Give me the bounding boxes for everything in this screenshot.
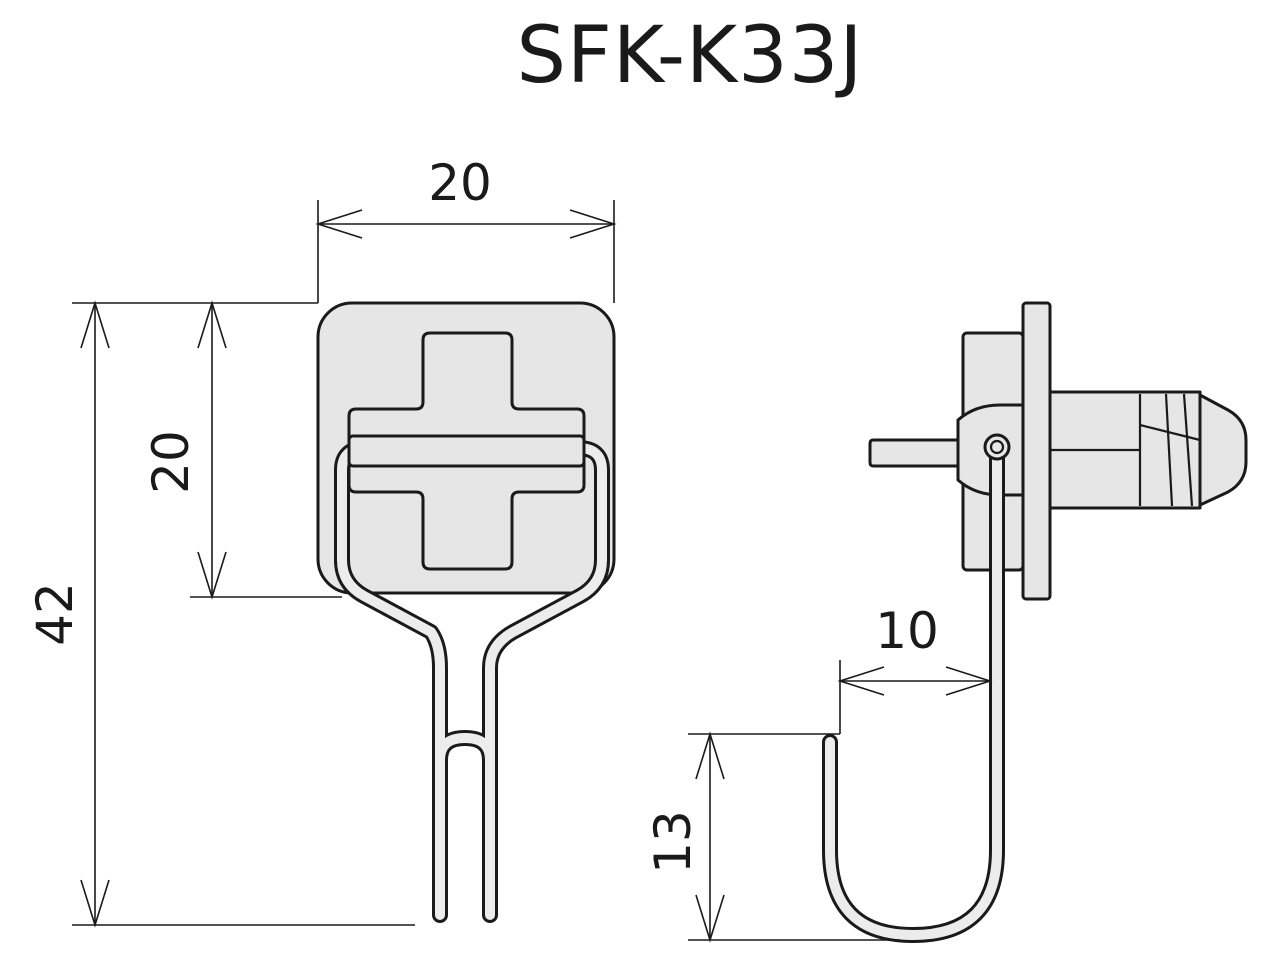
dim-hook-width: 10 xyxy=(837,602,993,734)
side-flange xyxy=(1021,301,1052,601)
dim-width-label: 20 xyxy=(428,154,492,212)
dim-head-height-label: 20 xyxy=(142,430,200,494)
dim-width: 20 xyxy=(315,154,617,303)
side-stem xyxy=(868,438,960,468)
side-hook-wire xyxy=(822,442,1005,943)
side-view: 10 13 xyxy=(644,301,1248,943)
pivot-pin xyxy=(983,433,1011,461)
model-title: SFK-K33J xyxy=(517,11,864,101)
dim-hook-depth-label: 13 xyxy=(644,810,702,874)
dim-total-height: 42 xyxy=(26,300,415,928)
side-tip xyxy=(1198,393,1248,507)
front-bar xyxy=(347,434,586,468)
dim-total-height-label: 42 xyxy=(26,582,84,646)
front-view: 20 42 20 xyxy=(26,154,617,928)
dim-hook-depth: 13 xyxy=(644,731,900,943)
dim-hook-width-label: 10 xyxy=(875,602,939,660)
dim-head-height: 20 xyxy=(142,300,342,600)
